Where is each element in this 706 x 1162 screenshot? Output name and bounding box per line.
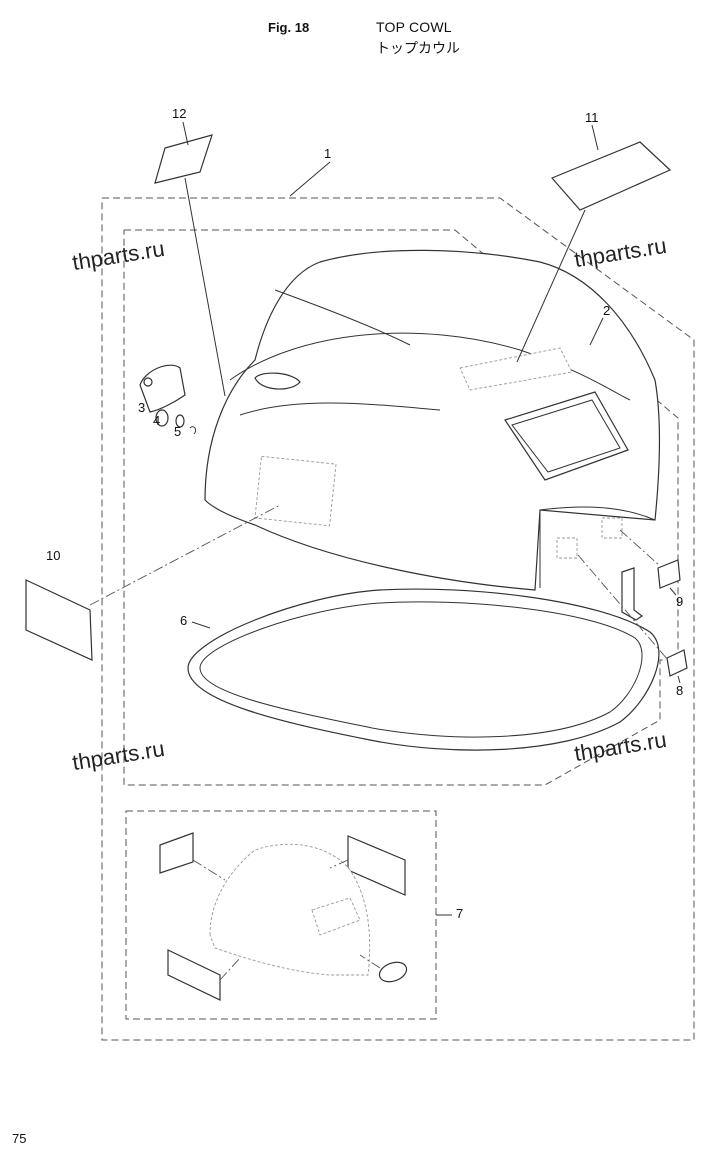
seal-gasket <box>187 588 660 751</box>
callout-2: 2 <box>603 303 610 318</box>
leader-lines <box>89 121 681 981</box>
page-title-japanese: トップカウル <box>376 41 460 57</box>
decal-8 <box>666 649 688 677</box>
callout-6: 6 <box>180 613 187 628</box>
callout-1: 1 <box>324 146 331 161</box>
callout-3: 3 <box>138 400 145 415</box>
assembly-boundary-outer <box>101 197 695 1041</box>
bracket <box>621 567 644 621</box>
assembly-boundary-inner <box>123 229 679 786</box>
page-title: TOP COWL <box>376 19 452 35</box>
callout-5: 5 <box>174 424 181 439</box>
latch-hardware <box>139 364 197 435</box>
decal-9 <box>657 559 681 589</box>
callout-7: 7 <box>456 906 463 921</box>
page-number: 75 <box>12 1131 27 1146</box>
callout-11: 11 <box>585 110 599 125</box>
top-cowl <box>204 249 661 591</box>
callout-9: 9 <box>676 594 683 609</box>
decal-kit <box>159 832 408 1001</box>
callout-12: 12 <box>172 106 186 121</box>
decal-12 <box>154 134 213 184</box>
decal-11 <box>550 141 672 211</box>
decal-10 <box>25 579 93 661</box>
callout-8: 8 <box>676 683 683 698</box>
callout-10: 10 <box>46 548 60 563</box>
figure-number: Fig. 18 <box>268 20 310 35</box>
callout-4: 4 <box>153 413 160 428</box>
